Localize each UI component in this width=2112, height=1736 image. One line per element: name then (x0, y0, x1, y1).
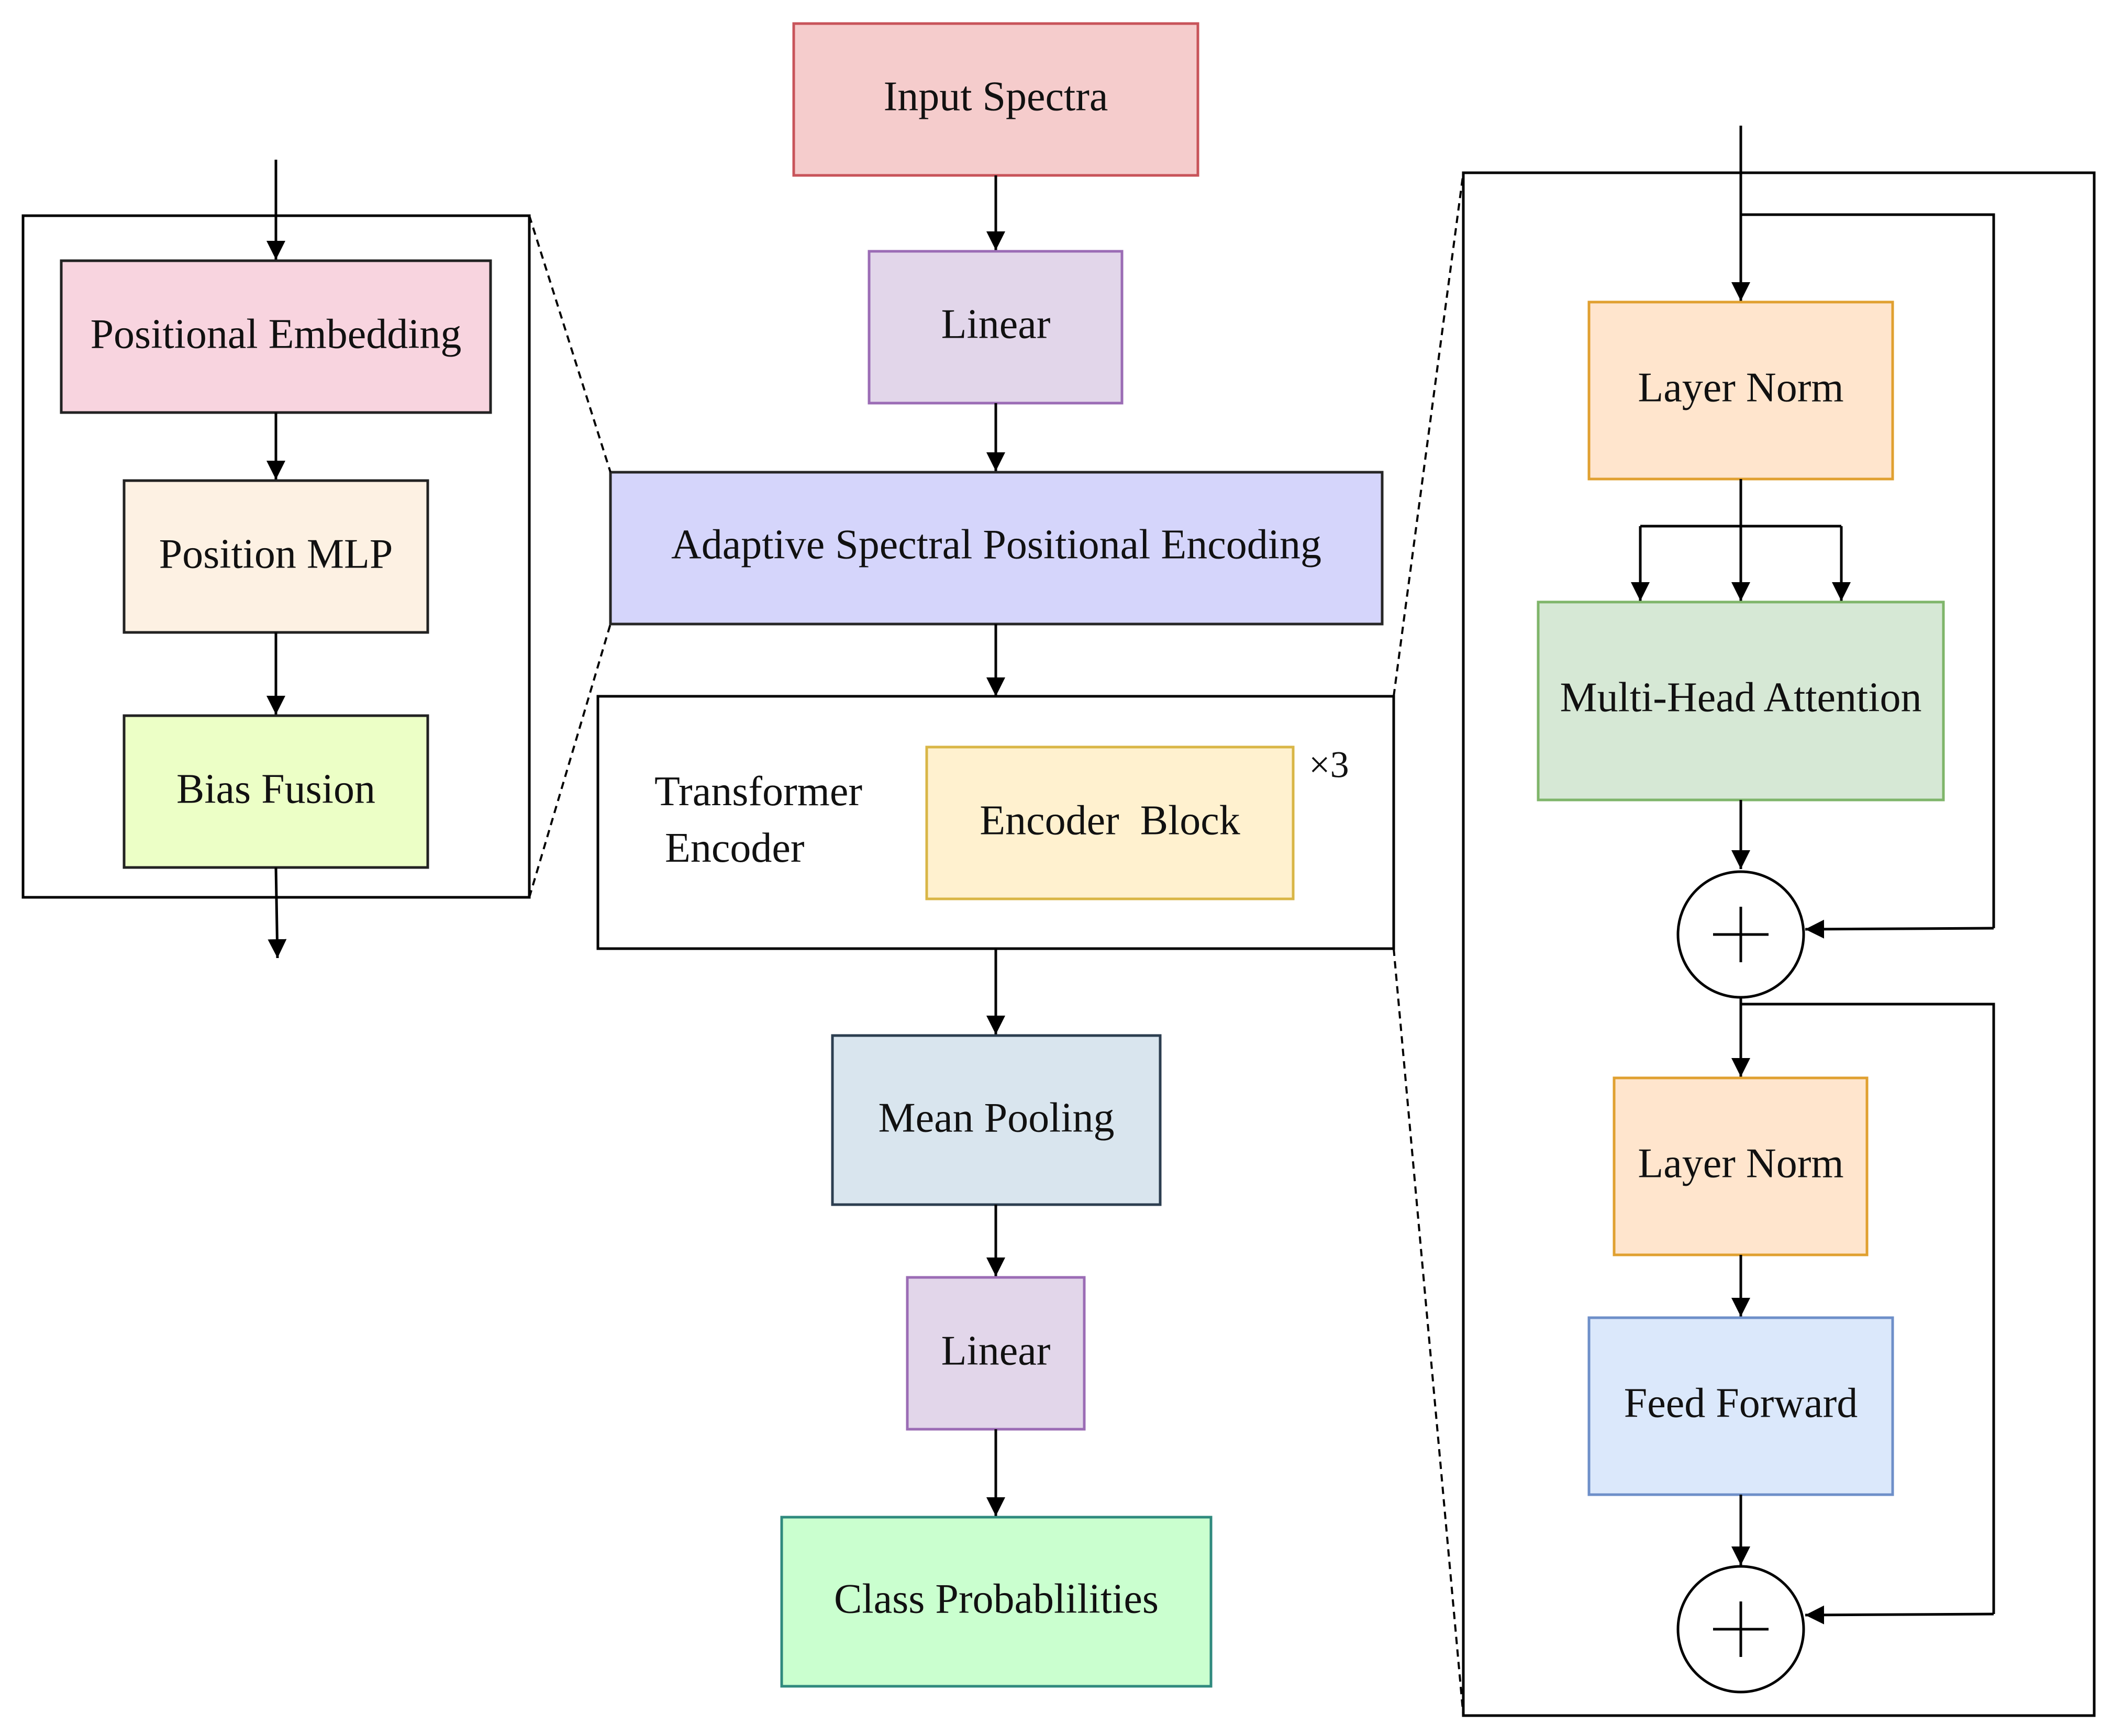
mean-pooling-box (831, 1034, 1162, 1206)
mean-pooling-label: Mean Pooling (878, 1095, 1114, 1141)
feed-forward-box (1587, 1316, 1894, 1496)
encoder-block-box (925, 745, 1295, 900)
linear-bottom-box (906, 1276, 1086, 1431)
zoom-line-right-top (1393, 172, 1464, 697)
residual-2-arrow (1805, 1605, 1994, 1624)
position-mlp-label: Position MLP (159, 531, 393, 577)
feed-forward-label: Feed Forward (1624, 1380, 1858, 1426)
layer-norm-1-label: Layer Norm (1638, 364, 1843, 410)
transformer-encoder-label-line-2: Encoder (665, 825, 805, 871)
right-detail-frame (1462, 171, 2096, 1717)
multi-head-attention-label: Multi-Head Attention (1560, 674, 1921, 720)
zoom-line-left-top (528, 215, 612, 473)
bias-fusion-box (123, 714, 429, 869)
bias-fusion-label: Bias Fusion (176, 766, 375, 812)
repeat-count-label: ×3 (1309, 744, 1349, 786)
residual-connection-1 (1741, 213, 1995, 928)
linear-bottom-label: Linear (941, 1328, 1051, 1374)
linear-top-label: Linear (941, 301, 1051, 347)
linear-top-box (868, 250, 1124, 405)
zoom-line-left-bottom (528, 624, 612, 898)
layer-norm-1-box (1587, 301, 1894, 481)
input-spectra-label: Input Spectra (884, 73, 1108, 119)
layer-norm-2-label: Layer Norm (1638, 1140, 1843, 1186)
positional-embedding-label: Positional Embedding (91, 311, 462, 357)
positional-embedding-box (60, 259, 492, 414)
left-detail-panel: Positional Embedding Position MLP Bias F… (21, 160, 612, 959)
zoom-line-right-bottom (1393, 948, 1464, 1716)
residual-1-arrow (1805, 919, 1994, 939)
multi-head-attention-box (1537, 600, 1945, 802)
encoder-block-label: Encoder Block (980, 797, 1240, 843)
center-column: Input Spectra Linear Adaptive Spectral P… (596, 22, 1395, 1688)
right-detail-panel: Layer Norm Multi-Head Attention Layer No… (1393, 126, 2096, 1717)
residual-connection-2 (1741, 1003, 1995, 1614)
input-spectra-box (792, 22, 1199, 177)
class-probabilities-box (780, 1516, 1213, 1688)
aspe-label: Adaptive Spectral Positional Encoding (671, 521, 1321, 567)
plus-icon (1713, 907, 1769, 962)
aspe-box (609, 471, 1384, 626)
position-mlp-box (123, 479, 429, 634)
transformer-encoder-label: Transformer Encoder (654, 769, 873, 871)
arrow-left-out (268, 867, 287, 959)
transformer-encoder-label-line-1: Transformer (654, 769, 862, 815)
class-probabilities-label: Class Probablilities (834, 1576, 1159, 1622)
plus-icon (1713, 1601, 1769, 1657)
